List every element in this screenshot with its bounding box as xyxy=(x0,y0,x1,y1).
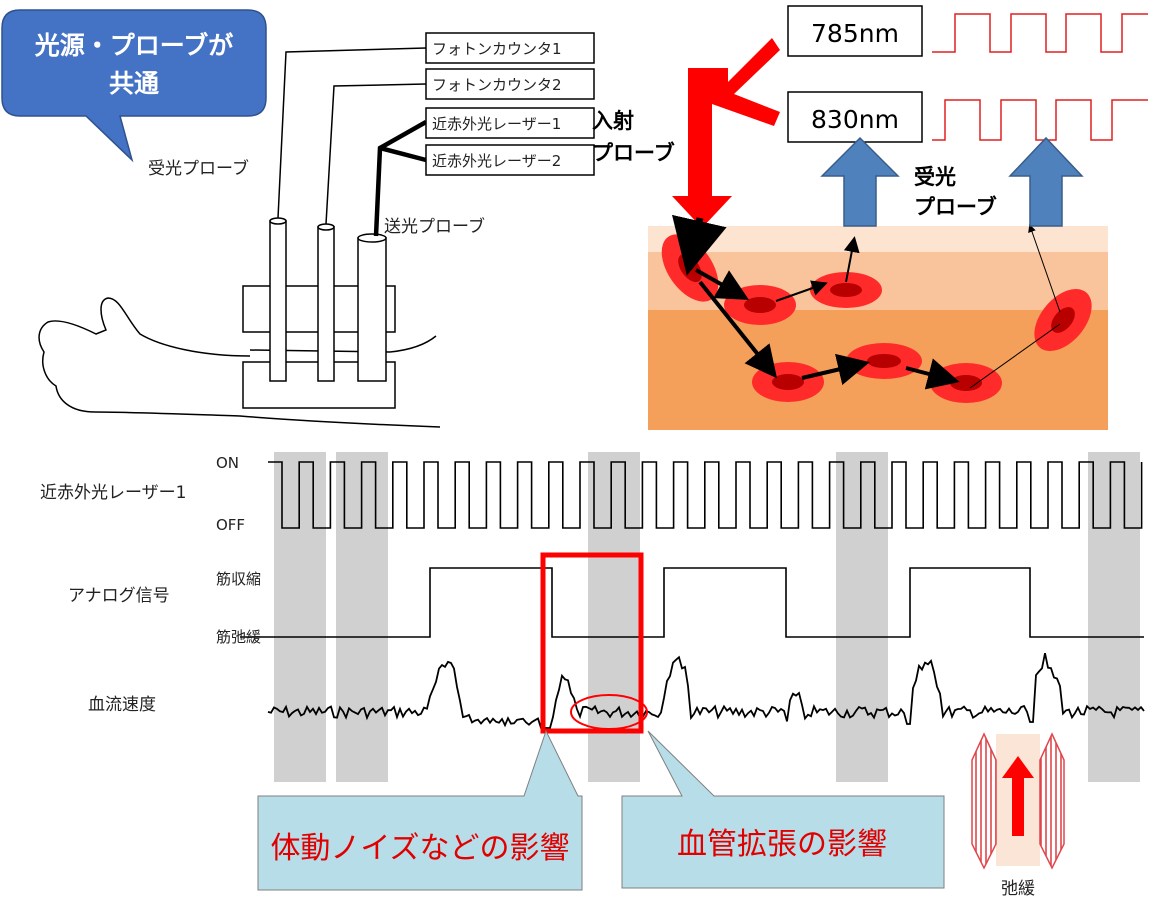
row-label-analog: アナログ信号 xyxy=(68,586,170,606)
incident-probe-label-2: プローブ xyxy=(592,141,675,165)
cable-photon-counter-1 xyxy=(277,47,427,219)
arm-outline xyxy=(38,297,441,428)
gray-shaded-periods xyxy=(274,452,1140,782)
incident-probe-label-1: 入射 xyxy=(592,109,634,133)
arm-top-edge xyxy=(389,335,437,353)
skin-layer-epidermis xyxy=(648,226,1108,252)
laser-1-label: 近赤外光レーザー1 xyxy=(432,115,561,133)
callout-motion-noise-text: 体動ノイズなどの影響 xyxy=(270,831,569,866)
bubble-line-2: 共通 xyxy=(109,69,159,98)
laser-on-off-wave xyxy=(268,461,1143,529)
muscle-left xyxy=(971,732,997,870)
laser-2-box xyxy=(425,144,595,176)
on-label: ON xyxy=(216,454,239,472)
speech-bubble-shape xyxy=(1,9,267,163)
laser-1-box xyxy=(425,107,595,139)
up-arrow-icon xyxy=(1002,756,1034,836)
wavelength-785-box xyxy=(787,5,923,57)
probe-setup xyxy=(38,32,595,428)
photon-counter-2-box xyxy=(425,68,595,100)
pulse-train-785 xyxy=(932,13,1148,53)
receive-arrow-1 xyxy=(820,136,900,227)
receive-arrow-2 xyxy=(1008,136,1084,227)
laser-2-label: 近赤外光レーザー2 xyxy=(432,152,561,170)
pulse-train-830 xyxy=(932,99,1148,141)
cable-photon-counter-2 xyxy=(325,83,427,225)
shade-band xyxy=(836,452,888,782)
callout-vasodilation-text: 血管拡張の影響 xyxy=(677,827,887,862)
shade-band xyxy=(1088,452,1140,782)
photon-counter-1-label: フォトンカウンタ1 xyxy=(432,40,562,58)
incident-probe-fiber xyxy=(672,38,780,228)
relax-icon-label: 弛緩 xyxy=(1001,879,1035,899)
contract-label: 筋収縮 xyxy=(216,570,261,588)
wavelength-830-label: 830nm xyxy=(811,105,899,134)
speech-bubble: 光源・プローブが 共通 xyxy=(1,9,267,163)
transmit-probe xyxy=(357,237,387,382)
receive-probe-1 xyxy=(269,220,287,382)
photon-counter-2-label: フォトンカウンタ2 xyxy=(432,76,562,94)
wavelength-830-box xyxy=(787,91,923,143)
bubble-line-1: 光源・プローブが xyxy=(34,31,234,60)
noise-highlight-box xyxy=(540,552,644,734)
muscle-right xyxy=(1039,732,1065,870)
receive-probe-label-1: 受光 xyxy=(914,165,956,189)
receive-probe-label-2: プローブ xyxy=(914,195,997,219)
receive-probe-label: 受光プローブ xyxy=(148,158,249,179)
blood-flow-trace xyxy=(267,653,1145,729)
shade-band xyxy=(588,452,640,782)
analog-signal-wave xyxy=(240,567,1144,638)
vasodilation-highlight-ellipse xyxy=(570,694,648,730)
tissue-model xyxy=(648,224,1108,430)
relaxation-icon: 弛緩 xyxy=(971,732,1065,899)
callout-vasodilation xyxy=(621,730,945,889)
cable-laser-2 xyxy=(379,145,427,163)
photon-counter-1-box xyxy=(425,32,595,64)
incident-fiber-shape xyxy=(672,38,780,228)
row-label-laser: 近赤外光レーザー1 xyxy=(40,483,186,503)
transmit-probe-label: 送光プローブ xyxy=(384,216,485,237)
callout-motion-noise xyxy=(257,729,583,891)
receive-probe-2 xyxy=(317,226,335,382)
entry-arrow xyxy=(672,214,727,276)
row-label-flow: 血流速度 xyxy=(88,695,156,715)
wavelength-785-label: 785nm xyxy=(811,19,899,48)
off-label: OFF xyxy=(216,516,245,534)
relax-label: 筋弛緩 xyxy=(216,628,261,646)
